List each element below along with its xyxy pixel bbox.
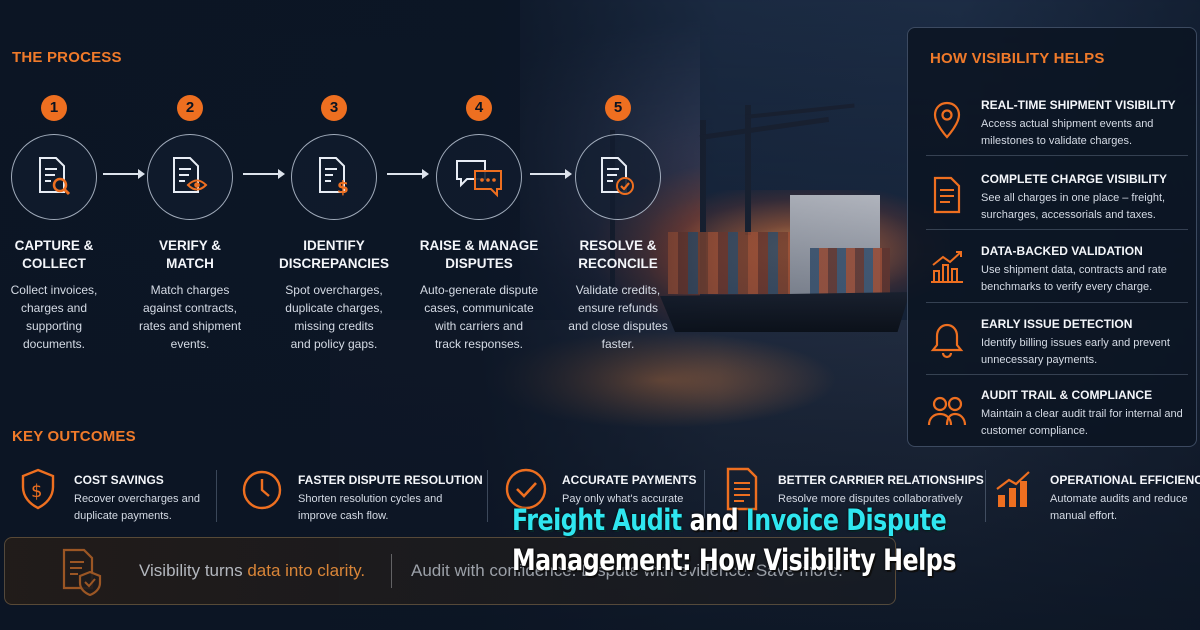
step-number: 3 bbox=[321, 95, 347, 121]
tagline-secondary: Audit with confidence. Dispute with evid… bbox=[411, 561, 843, 580]
visibility-item-title: REAL-TIME SHIPMENT VISIBILITY bbox=[981, 98, 1176, 112]
outcome-item: OPERATIONAL EFFICIENCY Automate audits a… bbox=[992, 465, 1200, 535]
visibility-title: HOW VISIBILITY HELPS bbox=[930, 50, 1105, 67]
visibility-item-description: Identify billing issues early and preven… bbox=[981, 337, 1170, 366]
divider bbox=[985, 470, 986, 522]
headline: Freight Audit and Invoice Dispute Manage… bbox=[512, 500, 956, 580]
outcome-item: FASTER DISPUTE RESOLUTION Shorten resolu… bbox=[240, 465, 490, 535]
visibility-item-title: COMPLETE CHARGE VISIBILITY bbox=[981, 172, 1168, 186]
arrow-right-icon bbox=[243, 169, 285, 179]
visibility-panel: HOW VISIBILITY HELPS REAL-TIME SHIPMENT … bbox=[907, 27, 1197, 447]
step-description: Validate credits, ensure refunds and clo… bbox=[568, 283, 668, 351]
visibility-item-description: Use shipment data, contracts and rate be… bbox=[981, 264, 1167, 293]
document-eye-icon bbox=[147, 134, 233, 220]
visibility-item: COMPLETE CHARGE VISIBILITY See all charg… bbox=[926, 170, 1188, 242]
headline-part: Freight Audit bbox=[512, 503, 682, 537]
step-number: 2 bbox=[177, 95, 203, 121]
visibility-item-title: DATA-BACKED VALIDATION bbox=[981, 244, 1143, 258]
step-number: 1 bbox=[41, 95, 67, 121]
visibility-item: DATA-BACKED VALIDATION Use shipment data… bbox=[926, 242, 1188, 314]
outcome-description: Automate audits and reduce manual effort… bbox=[1050, 493, 1188, 522]
tagline-prefix: Visibility turns bbox=[139, 561, 248, 580]
svg-text:$: $ bbox=[337, 178, 349, 198]
tagline-banner: Visibility turns data into clarity. Audi… bbox=[4, 537, 896, 605]
divider bbox=[216, 470, 217, 522]
visibility-item-title: EARLY ISSUE DETECTION bbox=[981, 317, 1133, 331]
document-dollar-icon: $ bbox=[291, 134, 377, 220]
divider bbox=[926, 374, 1188, 375]
process-step-2: 2 VERIFY & MATCH Match charges against c… bbox=[115, 95, 265, 353]
divider bbox=[391, 554, 392, 588]
visibility-item: REAL-TIME SHIPMENT VISIBILITY Access act… bbox=[926, 96, 1188, 168]
headline-part: and bbox=[681, 503, 746, 537]
visibility-item: EARLY ISSUE DETECTION Identify billing i… bbox=[926, 315, 1188, 387]
step-description: Spot overcharges, duplicate charges, mis… bbox=[285, 283, 383, 351]
chat-bubbles-icon bbox=[436, 134, 522, 220]
divider bbox=[704, 470, 705, 522]
users-icon bbox=[926, 390, 968, 432]
outcome-title: BETTER CARRIER RELATIONSHIPS bbox=[778, 473, 984, 487]
step-title: RESOLVE & RECONCILE bbox=[578, 238, 658, 271]
outcome-title: COST SAVINGS bbox=[74, 473, 164, 487]
step-title: CAPTURE & COLLECT bbox=[14, 238, 94, 271]
process-step-4: 4 RAISE & MANAGE DISPUTES Auto-generate … bbox=[404, 95, 554, 353]
divider bbox=[926, 302, 1188, 303]
outcome-description: Recover overcharges and duplicate paymen… bbox=[74, 493, 200, 522]
document-shield-icon bbox=[57, 547, 107, 597]
process-title: THE PROCESS bbox=[12, 49, 122, 66]
divider bbox=[926, 155, 1188, 156]
outcome-title: FASTER DISPUTE RESOLUTION bbox=[298, 473, 483, 487]
process-step-1: 1 CAPTURE & COLLECT Collect invoices, ch… bbox=[0, 95, 129, 353]
document-list-icon bbox=[926, 174, 968, 216]
step-title: RAISE & MANAGE DISPUTES bbox=[419, 238, 539, 271]
location-pin-icon bbox=[926, 100, 968, 142]
clock-icon bbox=[240, 467, 284, 511]
bar-chart-icon bbox=[992, 467, 1036, 511]
outcome-description: Shorten resolution cycles and improve ca… bbox=[298, 493, 443, 522]
step-number: 5 bbox=[605, 95, 631, 121]
outcome-title: OPERATIONAL EFFICIENCY bbox=[1050, 473, 1200, 487]
step-number: 4 bbox=[466, 95, 492, 121]
visibility-item-title: AUDIT TRAIL & COMPLIANCE bbox=[981, 388, 1153, 402]
svg-text:$: $ bbox=[31, 481, 42, 502]
process-step-3: 3 $ IDENTIFY DISCREPANCIES Spot overchar… bbox=[259, 95, 409, 353]
arrow-right-icon bbox=[387, 169, 429, 179]
document-lines-icon bbox=[720, 467, 764, 511]
visibility-item: AUDIT TRAIL & COMPLIANCE Maintain a clea… bbox=[926, 386, 1188, 458]
step-title: IDENTIFY DISCREPANCIES bbox=[278, 238, 390, 271]
visibility-item-description: Access actual shipment events and milest… bbox=[981, 118, 1154, 147]
step-description: Match charges against contracts, rates a… bbox=[138, 283, 242, 351]
divider bbox=[487, 470, 488, 522]
headline-part: Invoice Dispute bbox=[745, 503, 947, 537]
bar-chart-trend-icon bbox=[926, 246, 968, 288]
step-title: VERIFY & MATCH bbox=[158, 238, 221, 271]
arrow-right-icon bbox=[103, 169, 145, 179]
visibility-item-description: Maintain a clear audit trail for interna… bbox=[981, 408, 1183, 437]
outcome-title: ACCURATE PAYMENTS bbox=[562, 473, 697, 487]
check-circle-icon bbox=[504, 467, 548, 511]
document-search-icon bbox=[11, 134, 97, 220]
step-description: Auto-generate dispute cases, communicate… bbox=[419, 283, 539, 351]
arrow-right-icon bbox=[530, 169, 572, 179]
outcome-description: Resolve more disputes collaboratively bbox=[778, 493, 963, 505]
document-check-icon bbox=[575, 134, 661, 220]
visibility-item-description: See all charges in one place – freight, … bbox=[981, 192, 1166, 221]
tagline-text: Visibility turns data into clarity. bbox=[139, 561, 365, 581]
step-description: Collect invoices, charges and supporting… bbox=[10, 283, 98, 351]
bell-icon bbox=[926, 319, 968, 361]
process-step-5: 5 RESOLVE & RECONCILE Validate credits, … bbox=[543, 95, 693, 353]
headline-line-2: Management: How Visibility Helps bbox=[512, 543, 957, 577]
divider bbox=[926, 229, 1188, 230]
shield-dollar-icon: $ bbox=[16, 467, 60, 511]
outcome-item: ACCURATE PAYMENTS Pay only what's accura… bbox=[504, 465, 714, 535]
outcome-description: Pay only what's accurate bbox=[562, 493, 684, 505]
outcomes-title: KEY OUTCOMES bbox=[12, 428, 136, 445]
tagline-highlight: data into clarity. bbox=[247, 561, 366, 580]
outcome-item: BETTER CARRIER RELATIONSHIPS Resolve mor… bbox=[720, 465, 984, 535]
headline-line-1: Freight Audit and Invoice Dispute bbox=[512, 500, 956, 540]
outcome-item: $ COST SAVINGS Recover overcharges and d… bbox=[16, 465, 216, 535]
